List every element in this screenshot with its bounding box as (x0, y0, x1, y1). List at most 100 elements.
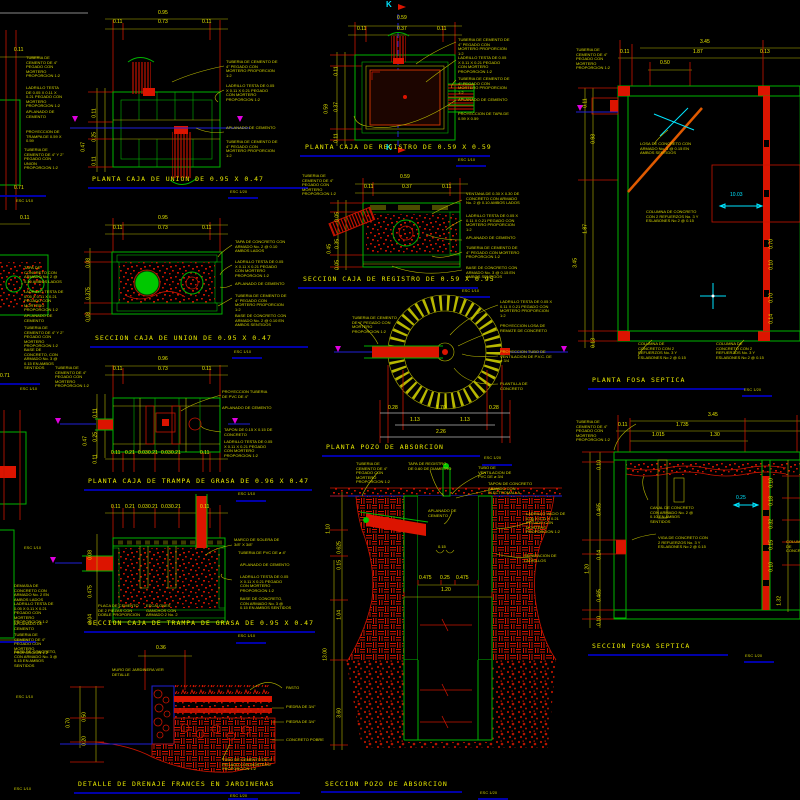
dim-label: 1.04 (336, 610, 343, 620)
annotation: LADRILLO TESTA DE 0.05 X 0.11 X 0.21 PEG… (24, 289, 64, 313)
dim-label: 0.70 (768, 293, 775, 303)
dim-label: 0.625 (336, 541, 343, 554)
annotation: APLANADO DE CEMENTO (235, 281, 285, 286)
annotation: APLANADO DE CEMENTO (26, 109, 55, 119)
annotation: BASE DE CONCRETO CON ARMADO No. 2 @ 0.10… (235, 313, 287, 328)
annotation: TUBERIA DE CEMENTO DE 4" PEGADO CON MORT… (226, 59, 278, 78)
annotation: TUBERIA DE CEMENTO DE 4" PEGADO CON MORT… (26, 55, 61, 79)
dim-label: 0.11 (92, 454, 99, 464)
annotation: APLANADO DE CEMENTO (240, 562, 290, 567)
annotation: TUBERIA DE CEMENTO DE 4" PEGADO CON MORT… (226, 139, 278, 158)
dim-label: 0.13 (590, 338, 597, 348)
dim-label: 3.45 (572, 258, 579, 268)
scale-label: ESC 1/10 (16, 694, 34, 699)
dim-label: 0.11 (200, 450, 210, 456)
dim-label: 0.73 (158, 19, 168, 25)
dim-label: 0.25 (440, 575, 450, 581)
annotation: LADRILLO TESTA DE 0.05 X 0.11 X 0.21 PEG… (26, 85, 63, 109)
seccion-caja-registro-geometry (298, 178, 490, 298)
annotation: TUBERIA DE CEMENTO DE 4" Y 2" PEGADO CON… (24, 325, 64, 349)
dim-label: 0.25 (91, 132, 98, 142)
dim-label: 0.73 (158, 225, 168, 231)
annotation: LADRILLO TESTA DE 0.05 X 0.11 X 0.21 PEG… (224, 439, 273, 458)
dim-label: 0.11 (202, 225, 212, 231)
dim-label: 3.45 (700, 39, 710, 45)
detail-title: DETALLE DE DRENAJE FRANCES EN JARDINERAS (78, 780, 275, 788)
dim-label: 0.11 (111, 504, 121, 510)
dim-label: 10.03 (730, 192, 743, 198)
dim-label: 1.10 (325, 524, 332, 534)
dim-label: 0.50 (660, 60, 670, 66)
detail-title: SECCION CAJA DE REGISTRO DE 0.59 X 0.95 (303, 275, 495, 283)
seccion-caja-union-geometry (84, 218, 308, 359)
annotation: LADRILLO TESTA DE 0.05 X 0.11 X 0.21 PEG… (240, 574, 289, 593)
annotation: PASTO (286, 685, 300, 690)
dim-label: 0.70 (768, 239, 775, 249)
annotation: APLANADO DE CEMENTO (466, 235, 516, 240)
dim-label: 0.59 (323, 104, 330, 114)
dim-label: 0.475 (456, 575, 469, 581)
scale-label: ESC 1/10 (20, 386, 38, 391)
dim-label: 0.03 (138, 504, 148, 510)
dim-label: 0.14 (768, 314, 775, 324)
annotation: LADRILLO VACIO DE 0.06 X 0.11 X 0.21 PEG… (526, 511, 566, 535)
left-edge-fragments (0, 12, 88, 643)
detail-title: SECCION CAJA DE TRAMPA DE GRASA DE 0.95 … (88, 619, 315, 627)
annotation: TUBERIA DE CEMENTO DE 4" PEGADO CON MORT… (55, 365, 90, 389)
annotation: BASE DE CONCRETO, CON ARMADO No. 3 @ 0.1… (240, 596, 292, 611)
dim-label: 0.96 (158, 356, 168, 362)
detail-title: PLANTA CAJA DE TRAMPA DE GRASA DE 0.96 X… (88, 477, 310, 485)
dim-label: 0.18 (768, 496, 775, 506)
planta-pozo-absorcion-geometry (322, 294, 568, 466)
dim-label: 0.35 (334, 239, 341, 249)
dim-label: 1.70 (436, 405, 446, 411)
dim-label: 0.475 (87, 585, 94, 598)
dim-label: 1.20 (584, 564, 591, 574)
dim-label: 0.04 (87, 614, 94, 624)
planta-caja-registro-geometry (300, 4, 490, 167)
detail-title: SECCION FOSA SEPTICA (592, 642, 691, 650)
dim-label: 0.11 (113, 366, 123, 372)
annotation: TUBERIA DE CEMENTO DE 4" PEGADO CON MORT… (576, 419, 611, 443)
scale-label: ESC 1/10 (462, 288, 480, 293)
annotation: CANAL DE CONCRETO CON ARMADO No. 2 @ 0.1… (650, 505, 694, 524)
dim-label: 0.10 (768, 478, 775, 488)
annotation: ESCALONES GANCHOS CON ARMADO 2 No. 2 (146, 603, 178, 618)
annotation: BASE DE CONCRETO CON ARMADO No. 3 @ 0.15… (466, 265, 518, 280)
annotation: TUBERIA DE CEMENTO DE 4" Y 2" PEGADO CON… (24, 147, 64, 171)
dim-label: 0.11 (91, 108, 98, 118)
section-marker-k: K (386, 0, 392, 9)
dim-label: 0.03 (161, 450, 171, 456)
annotation: PIEDRA DE 3/4" (286, 719, 316, 724)
dim-label: 0.475 (419, 575, 432, 581)
dim-label: 2.26 (436, 429, 446, 435)
dim-label: 0.21 (171, 450, 181, 456)
annotation: TUBERIA DE CEMENTO DE 4" PEGADO CON MORT… (356, 461, 391, 485)
detail-title: PLANTA CAJA DE REGISTRO DE 0.59 X 0.59 (305, 143, 492, 151)
dim-label: 0.10 (768, 260, 775, 270)
annotation: APLANADO DE CEMENTO (458, 97, 508, 102)
dim-label: 0.11 (91, 156, 98, 166)
dim-label: 0.71 (14, 185, 24, 191)
dim-label: 0.25 (92, 432, 99, 442)
annotation: PIEDRA DE 3/4" (286, 704, 316, 709)
dim-label: 0.15 (438, 544, 446, 549)
dim-label: 0.59 (397, 15, 407, 21)
dim-label: 0.10 (768, 562, 775, 572)
dim-label: 0.47 (82, 436, 89, 446)
scale-label: ESC 1/10 (238, 633, 256, 638)
dim-label: 3.45 (708, 412, 718, 418)
dim-label: 0.11 (442, 184, 452, 190)
annotation: TUBO DE CEMENTO DE 4" PEGADO CON MORTERO… (222, 757, 273, 772)
planta-caja-union-geometry (70, 18, 308, 199)
section-marker-k: K (386, 143, 392, 152)
annotation: COLUMNA DE CONCRETO CON 2 REFUERZOS No. … (646, 209, 699, 224)
dim-label: 0.11 (357, 26, 367, 32)
annotation: TAPON DE 0.15 X 0.15 DE CONCRETO (224, 427, 273, 437)
dim-label: 1.13 (410, 417, 420, 423)
annotation: TUBERIA DE CEMENTO DE 4" PEGADO CON MORT… (352, 315, 397, 334)
dim-label: 0.95 (158, 215, 168, 221)
annotation: CONCRETO POBRE (286, 737, 324, 742)
dim-label: 0.37 (402, 184, 412, 190)
